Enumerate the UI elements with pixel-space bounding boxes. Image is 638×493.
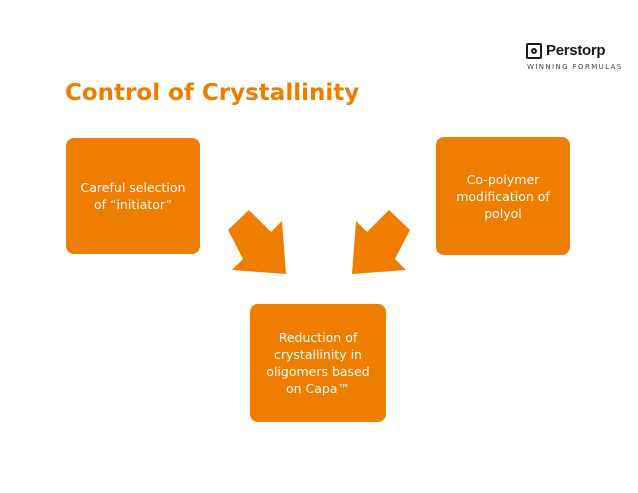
perstorp-logo-icon — [526, 43, 542, 59]
initiator-selection-box: Careful selection of “initiator” — [66, 138, 200, 254]
perstorp-logo: Perstorp WINNING FORMULAS — [524, 41, 624, 75]
right-arrow — [352, 210, 410, 274]
copolymer-modification-box: Co-polymer modification of polyol — [436, 137, 570, 255]
crystallinity-reduction-box: Reduction of crystallinity in oligomers … — [250, 304, 386, 422]
crystallinity-reduction-text: Reduction of crystallinity in oligomers … — [266, 330, 370, 396]
brand-name: Perstorp — [546, 42, 606, 59]
brand-tagline: WINNING FORMULAS — [527, 63, 623, 71]
left-arrow — [228, 210, 286, 274]
initiator-selection-text: Careful selection of “initiator” — [80, 180, 186, 212]
copolymer-modification-text: Co-polymer modification of polyol — [456, 171, 550, 221]
slide-title: Control of Crystallinity — [65, 80, 360, 106]
